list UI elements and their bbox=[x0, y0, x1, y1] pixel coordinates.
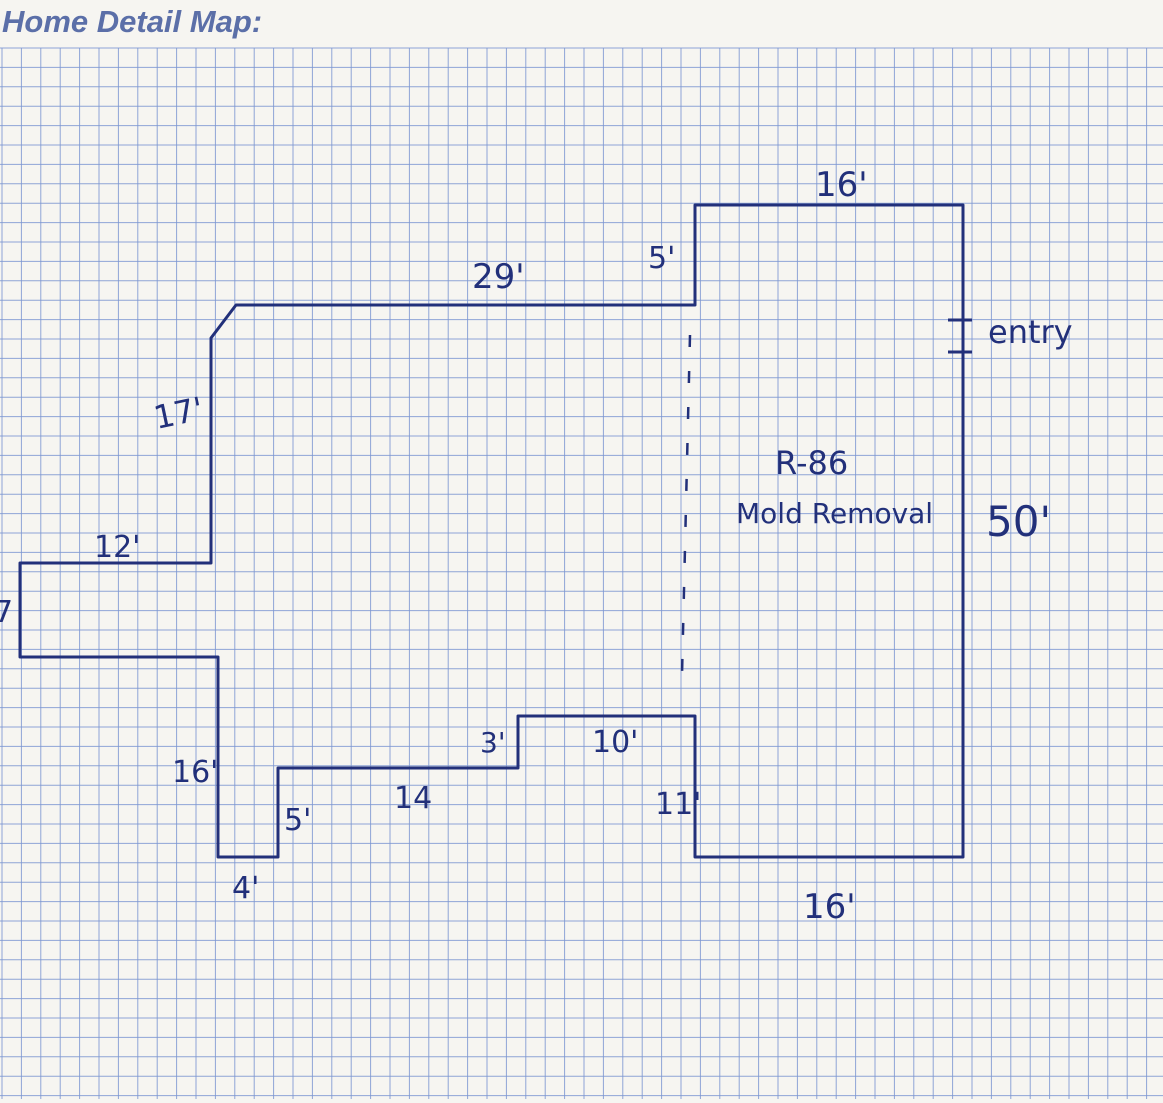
dim-label-bottom-step-side: 5' bbox=[284, 803, 311, 838]
dim-label-top-step: 5' bbox=[648, 241, 675, 276]
dim-label-bottom-small: 4' bbox=[232, 871, 259, 906]
dim-label-left-upper: 17' bbox=[150, 389, 206, 436]
dim-label-left-lower: 16' bbox=[172, 755, 218, 790]
dim-label-right-step: 11' bbox=[655, 787, 701, 822]
dim-label-bottom-run: 14 bbox=[394, 781, 432, 816]
dim-label-top-right: 16' bbox=[815, 165, 868, 205]
room-divider-dashed bbox=[680, 334, 692, 676]
dim-label-bottom-step-top: 3' bbox=[480, 726, 506, 759]
dim-label-bottom-mid: 10' bbox=[592, 725, 638, 760]
dim-label-top-long: 29' bbox=[472, 257, 525, 297]
area-code-label: R-86 bbox=[775, 444, 848, 482]
area-note-label: Mold Removal bbox=[736, 497, 933, 530]
dim-label-bottom-right: 16' bbox=[803, 887, 856, 927]
page-title: Home Detail Map: bbox=[2, 4, 263, 39]
entry-label: entry bbox=[988, 313, 1073, 351]
dim-label-left-notch-side: 7 bbox=[0, 595, 13, 630]
dim-label-right-side: 50' bbox=[986, 497, 1051, 546]
grid-lines bbox=[0, 47, 1163, 1099]
floor-plan-outline bbox=[18, 203, 965, 859]
dim-label-left-notch-top: 12' bbox=[94, 530, 140, 565]
